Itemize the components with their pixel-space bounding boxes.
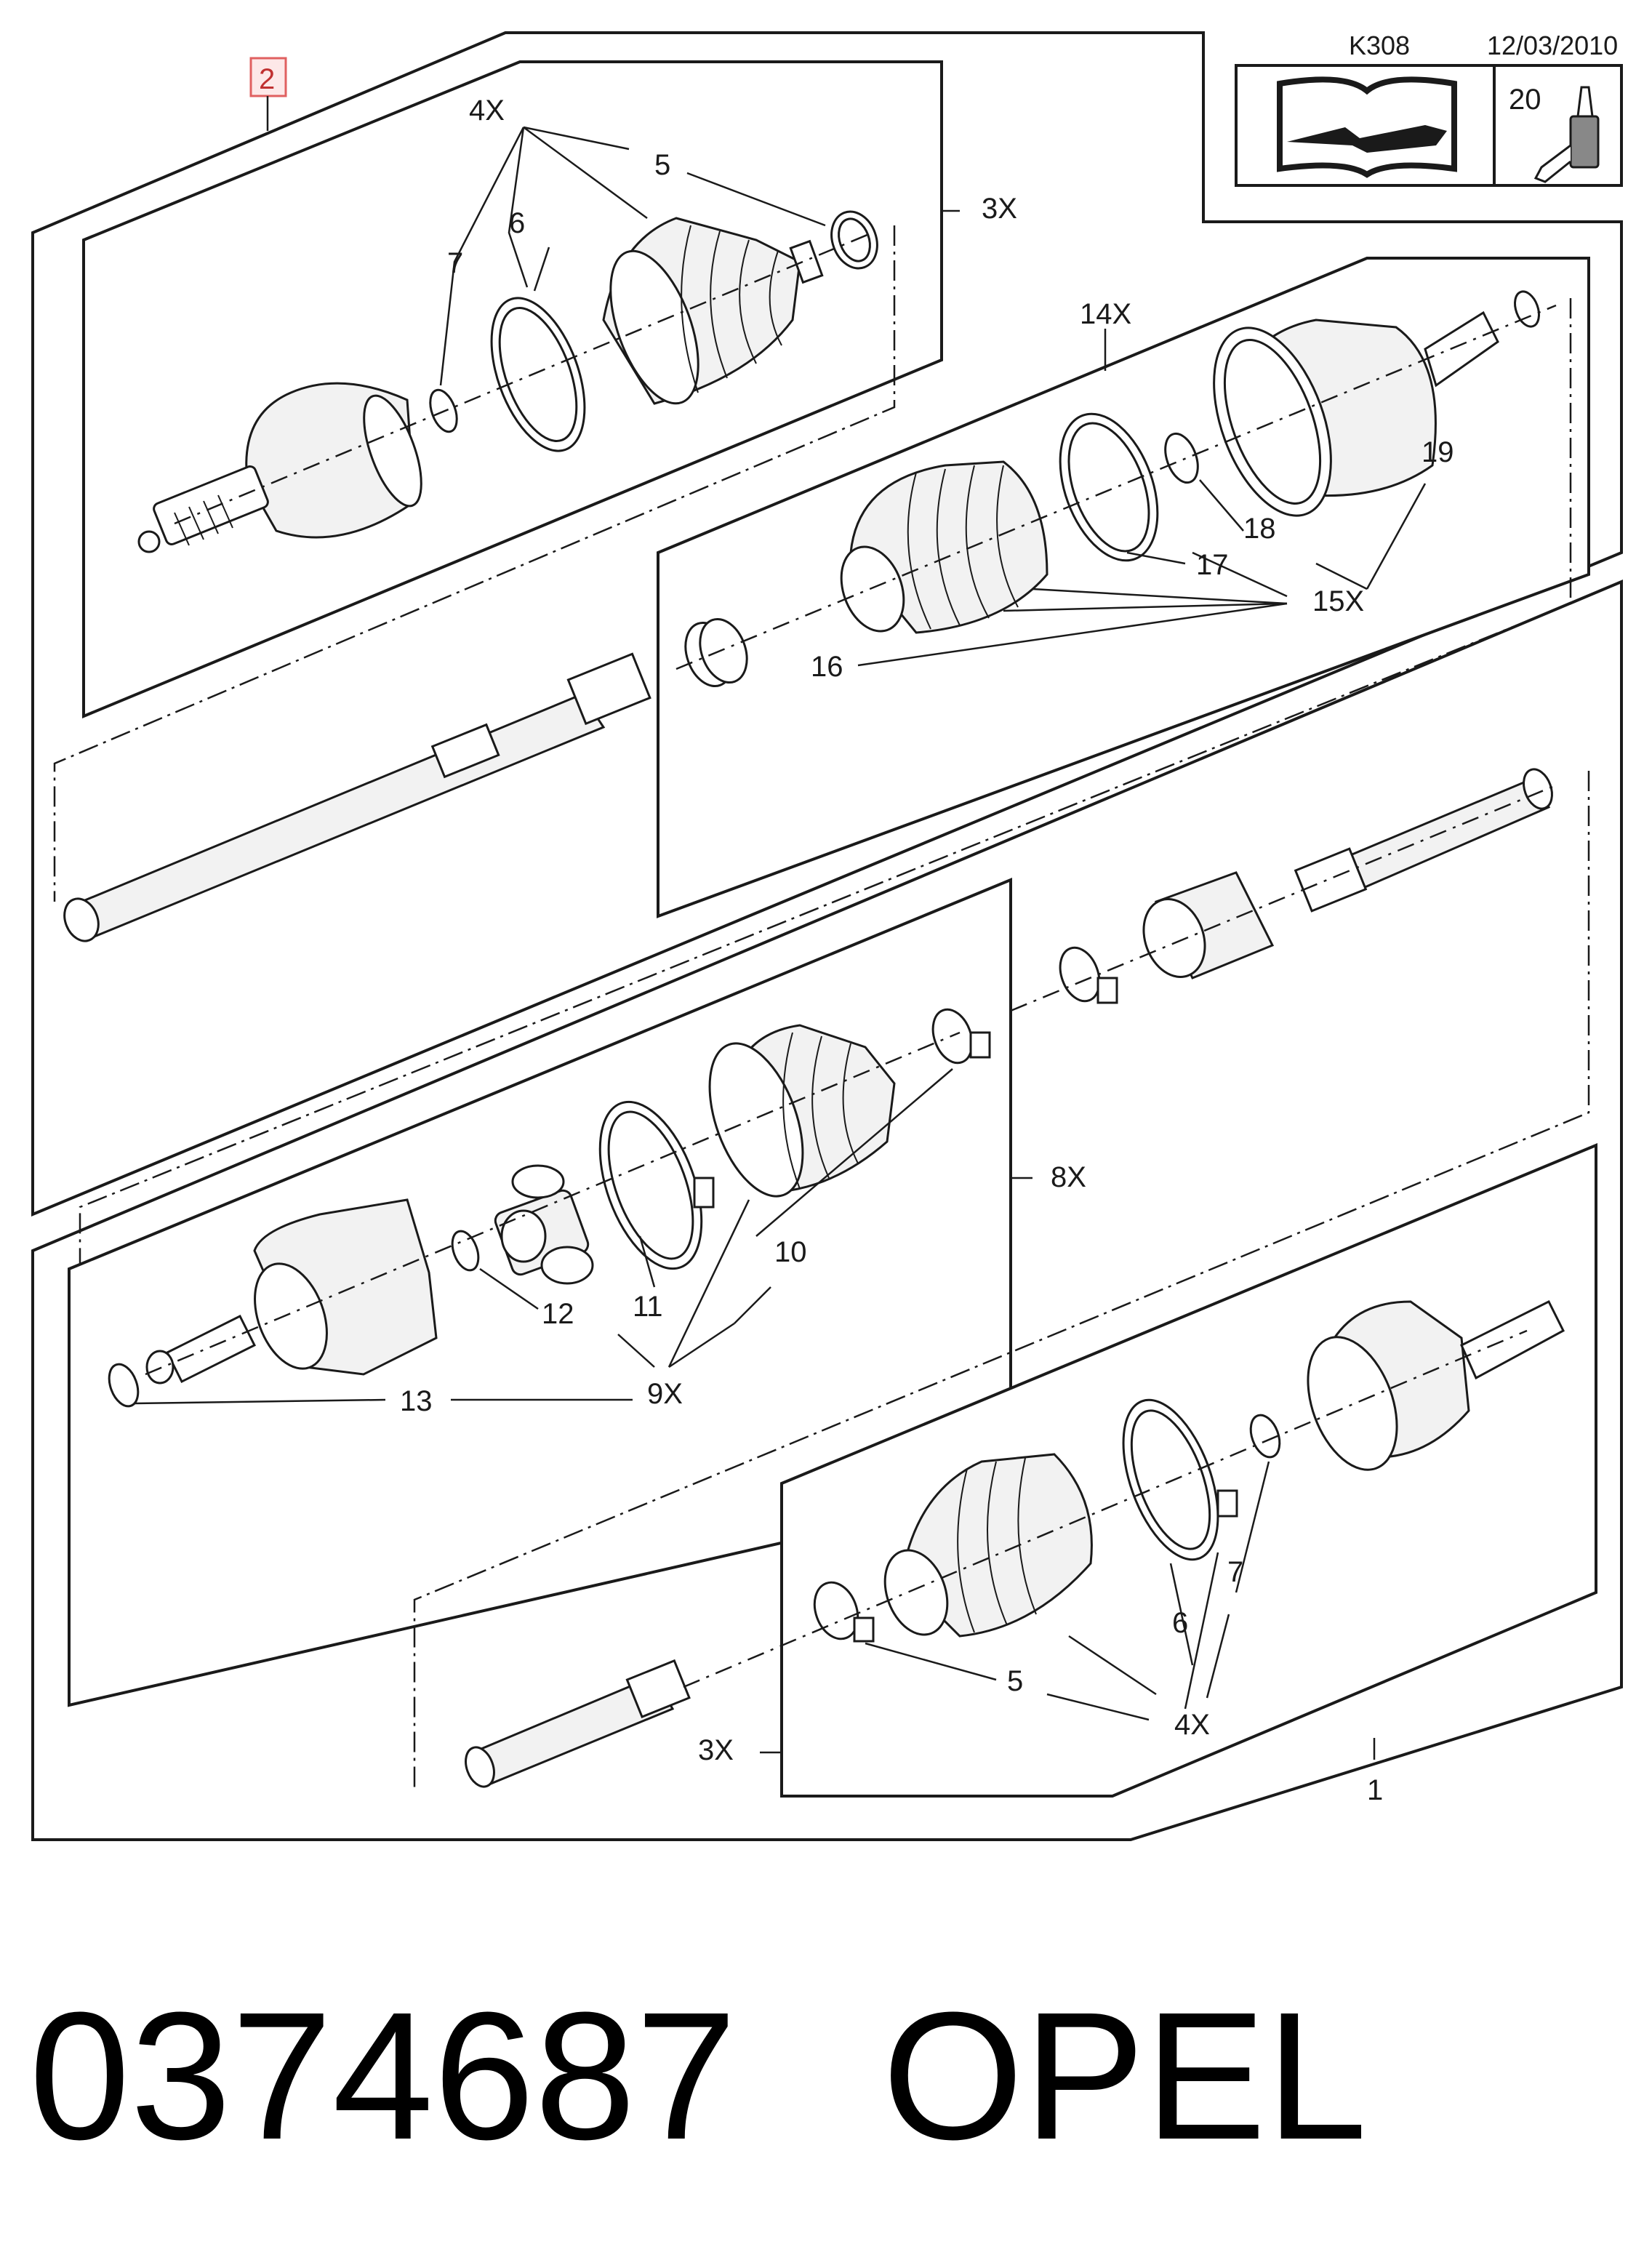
tool-ref-number: 20 — [1509, 84, 1541, 116]
callout-5-top: 5 — [654, 149, 670, 181]
circlip-12-part[interactable] — [447, 1227, 483, 1274]
cv-boot-bottom-part[interactable] — [874, 1453, 1093, 1643]
shaft-right-middle-part[interactable] — [1294, 766, 1557, 913]
grease-tube-icon — [1533, 86, 1600, 183]
outer-cv-joint-bottom-part[interactable] — [1291, 1299, 1565, 1482]
callout-8x: 8X — [1051, 1161, 1086, 1193]
callout-7-top: 7 — [447, 247, 463, 279]
driveshaft-exploded-diagram: K308 12/03/2010 20 2 — [31, 31, 1623, 1841]
outer-cv-joint-part[interactable] — [137, 382, 433, 553]
damper-weight-part[interactable] — [1134, 871, 1275, 985]
callout-3x-bottom: 3X — [698, 1734, 734, 1766]
boot-clamp-bottom-part[interactable] — [1104, 1387, 1238, 1572]
assembly-marker[interactable]: 2 — [249, 57, 287, 97]
circlip-top-right-part[interactable] — [1510, 288, 1543, 329]
callout-12: 12 — [542, 1298, 574, 1330]
callout-4x-bottom: 4X — [1174, 1709, 1210, 1741]
damper-clamp-part[interactable] — [1054, 942, 1118, 1007]
leader-lines-right-top — [857, 479, 1427, 667]
callout-18: 18 — [1243, 513, 1276, 545]
callout-6-top: 6 — [509, 207, 525, 239]
boot-clamp-large-part[interactable] — [473, 286, 604, 463]
boot-clamp-11-part[interactable] — [580, 1089, 722, 1283]
circlip-18-part[interactable] — [1159, 429, 1204, 486]
header-box: K308 12/03/2010 20 — [1235, 31, 1623, 187]
svg-text:2: 2 — [259, 63, 275, 95]
cv-boot-10-part[interactable] — [691, 1024, 896, 1209]
callout-1: 1 — [1367, 1774, 1383, 1806]
leader-lines-bottom — [865, 1461, 1270, 1721]
callout-9x: 9X — [647, 1378, 683, 1410]
page-date: 12/03/2010 — [1487, 31, 1618, 60]
intermediate-shaft-part[interactable] — [58, 652, 651, 946]
callout-4x-top: 4X — [469, 95, 505, 127]
part-number: 0374687 — [29, 1974, 737, 2177]
callout-13: 13 — [400, 1385, 433, 1417]
spacer-ring-16-part[interactable] — [677, 612, 755, 692]
cv-boot-top-part[interactable] — [593, 217, 824, 414]
boot-clamp-17-part[interactable] — [1042, 401, 1176, 574]
callout-15x: 15X — [1312, 585, 1364, 617]
shaft-bottom-left-part[interactable] — [461, 1659, 691, 1791]
repair-manual-icon — [1277, 76, 1457, 178]
callout-labels: 4X 5 6 7 3X 14X 19 18 17 15X 16 8X 10 12… — [400, 95, 1454, 1806]
circlip-13-part[interactable] — [104, 1361, 143, 1411]
cv-boot-inner-top-part[interactable] — [830, 460, 1048, 640]
callout-7-bottom: 7 — [1227, 1556, 1243, 1588]
callout-19: 19 — [1422, 436, 1454, 468]
leader-lines-top — [439, 126, 826, 386]
callout-11: 11 — [633, 1291, 663, 1323]
callout-3x-top: 3X — [982, 193, 1017, 225]
callout-17: 17 — [1196, 549, 1229, 581]
brand-name: OPEL — [882, 1974, 1368, 2177]
leader-lines-middle — [134, 1068, 953, 1405]
callout-6-bottom: 6 — [1172, 1607, 1188, 1639]
page-code: K308 — [1349, 31, 1410, 60]
circlip-bottom-part[interactable] — [1246, 1411, 1285, 1462]
part-number-footer: 0374687 OPEL — [29, 1956, 1629, 2196]
tripod-housing-9-part[interactable] — [145, 1198, 438, 1385]
boot-clamp-small-bottom-part[interactable] — [807, 1576, 875, 1645]
tripod-spider-part[interactable] — [493, 1164, 594, 1285]
callout-14x: 14X — [1080, 298, 1131, 330]
callout-5-bottom: 5 — [1007, 1665, 1023, 1697]
callout-10: 10 — [774, 1236, 807, 1268]
callout-16: 16 — [811, 651, 843, 683]
